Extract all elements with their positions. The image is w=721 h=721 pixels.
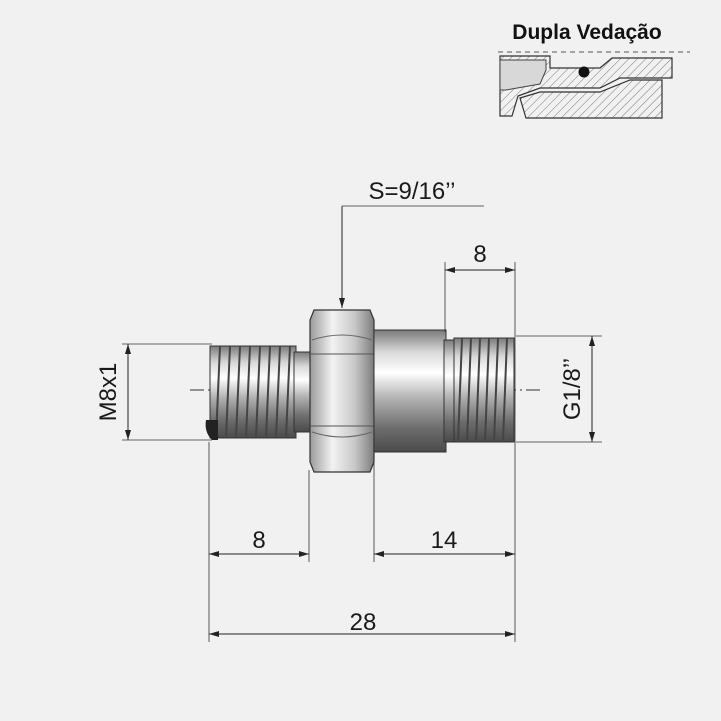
hex-chamfer-bottom — [311, 431, 373, 438]
overall-length-label: 28 — [350, 609, 377, 636]
detail-lower-part — [519, 79, 663, 119]
left-neck — [293, 351, 313, 433]
detail-body — [499, 59, 547, 91]
left-thread-label: M8x1 — [95, 363, 122, 422]
left-seal-icon — [205, 420, 218, 440]
right-thread-grooves — [457, 337, 508, 443]
hex-nut — [309, 309, 375, 473]
right-thread-label: G1/8’’ — [559, 358, 586, 420]
hex-size-label: S=9/16’’ — [369, 178, 456, 205]
cylinder-body — [373, 329, 447, 453]
body-length-label: 14 — [431, 527, 458, 554]
double-seal-detail: Dupla Vedação — [498, 21, 690, 119]
right-thread-length-label: 8 — [473, 241, 486, 268]
left-length-label: 8 — [252, 527, 265, 554]
left-thread-body — [209, 345, 297, 439]
o-ring-icon — [578, 66, 590, 78]
left-thread-grooves — [215, 345, 291, 439]
fitting — [205, 309, 515, 473]
detail-title: Dupla Vedação — [512, 21, 661, 44]
hex-chamfer-top — [311, 334, 373, 341]
dimension-lines — [125, 206, 595, 637]
right-neck — [443, 339, 455, 443]
